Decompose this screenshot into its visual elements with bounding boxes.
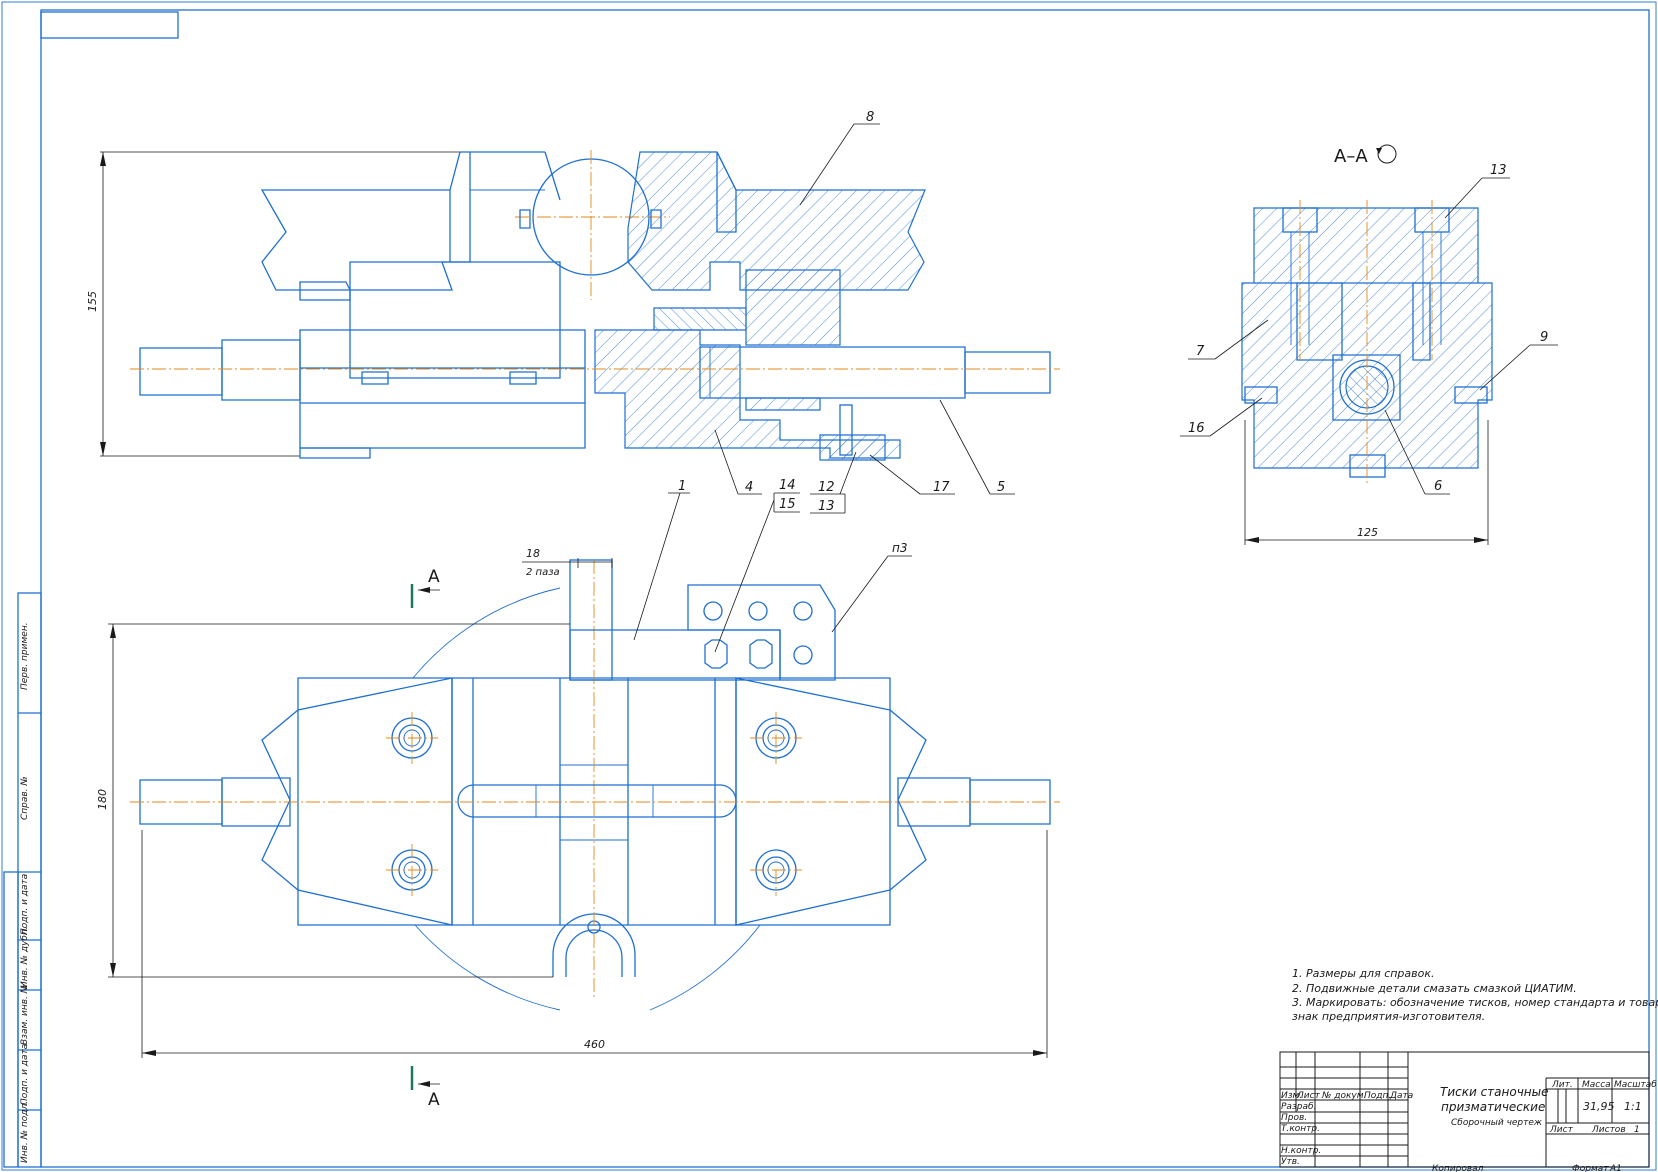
section-title: А–А: [1334, 146, 1368, 167]
tb-col: № докум.: [1321, 1091, 1366, 1101]
stamp-text: Инв. № подл.: [20, 1101, 30, 1163]
callout-5: 5: [997, 480, 1005, 495]
tb-row: Т.контр.: [1281, 1124, 1320, 1134]
callout-1: 1: [678, 479, 686, 494]
callout-7: 7: [1196, 344, 1205, 359]
section-aa: А–А 125 13 7: [1180, 144, 1558, 545]
tb-format: Формат: [1572, 1164, 1609, 1172]
tb-col: Лист: [1296, 1091, 1321, 1101]
callout-16: 16: [1188, 421, 1205, 436]
tb-row: Утв.: [1281, 1157, 1300, 1167]
tb-format-value: А1: [1609, 1164, 1622, 1172]
stamp-text: Подп. и дата: [20, 874, 30, 935]
callout-15: 15: [779, 497, 796, 512]
callout-17: 17: [933, 480, 950, 495]
bolt-group: [386, 712, 802, 896]
callout-9: 9: [1540, 330, 1548, 345]
dim-slot-note: 2 паза: [526, 567, 560, 578]
tb-doc-type: Сборочный чертеж: [1451, 1118, 1543, 1128]
plan-view: 180 460 18 2 паза А А 1 14 15 п3: [96, 478, 1060, 1110]
stamp-text: Справ. №: [20, 776, 30, 820]
tb-name-2: призматические: [1441, 1100, 1545, 1114]
tb-col: Изм.: [1281, 1091, 1302, 1101]
note-line: 3. Маркировать: обозначение тисков, номе…: [1292, 996, 1658, 1009]
stamp-text: Взам. инв. №: [20, 984, 30, 1045]
tb-name-1: Тиски станочные: [1440, 1085, 1549, 1099]
technical-notes: 1. Размеры для справок. 2. Подвижные дет…: [1292, 967, 1658, 1023]
dim-height-top: 155: [86, 291, 99, 312]
callouts-top: 8 4 12 13 17 5: [714, 110, 1015, 514]
tb-mass-value: 31,95: [1583, 1100, 1615, 1113]
note-line: знак предприятия-изготовителя.: [1292, 1010, 1485, 1023]
tb-row: Пров.: [1281, 1113, 1307, 1123]
tb-lit: Лит.: [1551, 1080, 1573, 1090]
tb-scale-value: 1:1: [1624, 1100, 1642, 1113]
callout-6: 6: [1434, 479, 1442, 494]
callout-8: 8: [866, 110, 874, 125]
stamp-text: Перв. примен.: [20, 622, 30, 690]
callout-14: 14: [779, 478, 796, 493]
dim-slot-width: 18: [526, 547, 540, 560]
note-line: 2. Подвижные детали смазать смазкой ЦИАТ…: [1292, 982, 1577, 995]
note-line: 1. Размеры для справок.: [1292, 967, 1435, 980]
section-mark-top: А: [428, 567, 440, 587]
dim-height-bottom: 180: [96, 789, 109, 810]
dim-width-bottom: 460: [584, 1038, 605, 1051]
callout-4: 4: [745, 480, 753, 495]
tb-scale: Масштаб: [1614, 1080, 1657, 1090]
dim-width-section: 125: [1357, 526, 1378, 539]
stamp-text: Инв. № дубл.: [20, 926, 30, 988]
tb-sheets-value: 1: [1634, 1125, 1640, 1135]
tb-col: Дата: [1389, 1091, 1413, 1101]
side-stamp: Перв. примен. Справ. № Подп. и дата Инв.…: [3, 592, 42, 1168]
tb-col: Подп.: [1364, 1091, 1391, 1101]
title-block: Изм. Лист № докум. Подп. Дата Разраб. Пр…: [1279, 1051, 1657, 1172]
tb-sheets: Листов: [1591, 1125, 1626, 1135]
tb-mass: Масса: [1582, 1080, 1611, 1090]
callout-12: 12: [818, 480, 835, 495]
stamp-text: Подп. и дата: [20, 1044, 30, 1105]
callout-13a: 13: [818, 499, 835, 514]
tb-row: Н.контр.: [1281, 1146, 1321, 1156]
tb-row: Разраб.: [1281, 1102, 1316, 1112]
callout-13b: 13: [1490, 163, 1507, 178]
tb-sheet: Лист: [1549, 1125, 1574, 1135]
front-view: 155: [86, 150, 1060, 461]
section-mark-bottom: А: [428, 1090, 440, 1110]
callout-p3: п3: [892, 541, 907, 555]
tb-copied: Копировал: [1432, 1164, 1484, 1172]
